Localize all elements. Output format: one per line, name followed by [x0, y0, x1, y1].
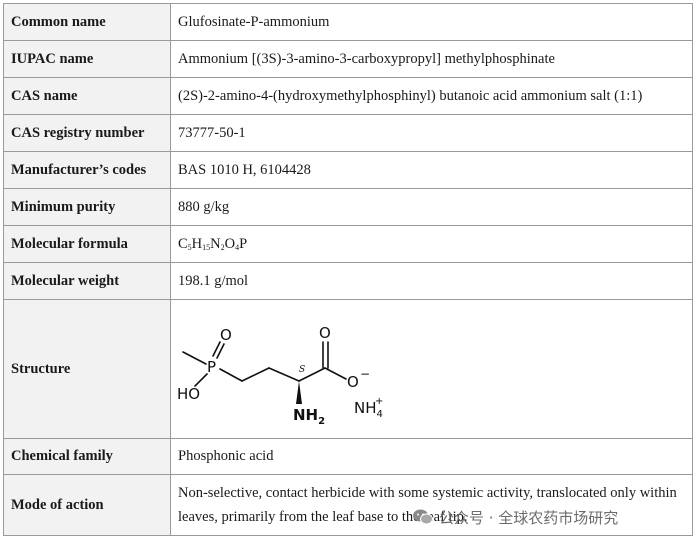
- atom-o-top: O: [220, 326, 232, 344]
- ammonium-ion: NH4: [354, 399, 383, 420]
- atom-o-minus: O: [347, 373, 359, 391]
- row-value: 73777-50-1: [170, 114, 693, 152]
- watermark: 公众号 · 全球农药市场研究: [412, 503, 618, 531]
- chain-bond-4: [298, 367, 326, 382]
- atom-p: P: [207, 358, 216, 376]
- table-row: IUPAC name Ammonium [(3S)-3-amino-3-carb…: [3, 40, 693, 78]
- stereo-label-s: S: [299, 365, 305, 375]
- structure-cell: O P HO O O − NH2 NH4 + S: [170, 299, 693, 439]
- property-table: Common name Glufosinate-P-ammonium IUPAC…: [3, 3, 693, 536]
- row-value: Glufosinate-P-ammonium: [170, 3, 693, 41]
- row-value: Phosphonic acid: [170, 438, 693, 475]
- structure-diagram: O P HO O O − NH2 NH4 + S: [177, 324, 383, 427]
- p-o-double-bond-2: [212, 341, 221, 357]
- wechat-icon: [413, 509, 433, 525]
- row-label: Mode of action: [3, 474, 171, 536]
- row-value: 198.1 g/mol: [170, 262, 693, 300]
- table-row: Molecular weight 198.1 g/mol: [3, 262, 693, 300]
- row-label: CAS registry number: [3, 114, 171, 152]
- c-o-single-bond: [324, 367, 347, 380]
- row-value: 880 g/kg: [170, 188, 693, 226]
- p-o-double-bond-1: [216, 343, 225, 359]
- watermark-text: 公众号 · 全球农药市场研究: [439, 508, 619, 527]
- row-label: Manufacturer’s codes: [3, 151, 171, 189]
- row-value: BAS 1010 H, 6104428: [170, 151, 693, 189]
- table-row: Molecular formula C5H15N2O4P: [3, 225, 693, 263]
- row-label: Minimum purity: [3, 188, 171, 226]
- row-label: Molecular formula: [3, 225, 171, 263]
- table-row: Chemical family Phosphonic acid: [3, 438, 693, 475]
- atom-o-carbonyl: O: [319, 324, 331, 342]
- row-label: CAS name: [3, 77, 171, 115]
- chain-bond-2: [241, 367, 270, 382]
- p-oh-bond: [194, 373, 208, 387]
- table-row: Minimum purity 880 g/kg: [3, 188, 693, 226]
- table-row: Structure O: [3, 299, 693, 439]
- row-label: Chemical family: [3, 438, 171, 475]
- atom-nh2: NH2: [293, 406, 325, 427]
- wedge-bond: [296, 381, 302, 404]
- table-row: Mode of action Non-selective, contact he…: [3, 474, 693, 536]
- row-value: Non-selective, contact herbicide with so…: [170, 474, 693, 536]
- table-row: Manufacturer’s codes BAS 1010 H, 6104428: [3, 151, 693, 189]
- row-label: IUPAC name: [3, 40, 171, 78]
- table-row: CAS name (2S)-2-amino-4-(hydroxymethylph…: [3, 77, 693, 115]
- table-row: CAS registry number 73777-50-1: [3, 114, 693, 152]
- row-value: Ammonium [(3S)-3-amino-3-carboxypropyl] …: [170, 40, 693, 78]
- atom-ho: HO: [177, 385, 200, 403]
- row-label: Structure: [3, 299, 171, 439]
- charge-minus: −: [360, 367, 370, 381]
- charge-plus: +: [375, 396, 383, 407]
- chain-bond-1: [219, 368, 243, 382]
- methyl-bond: [182, 351, 207, 365]
- molecular-formula: C5H15N2O4P: [170, 225, 693, 263]
- property-table-container: Common name Glufosinate-P-ammonium IUPAC…: [3, 3, 693, 536]
- row-label: Molecular weight: [3, 262, 171, 300]
- table-row: Common name Glufosinate-P-ammonium: [3, 3, 693, 41]
- row-value: (2S)-2-amino-4-(hydroxymethylphosphinyl)…: [170, 77, 693, 115]
- chain-bond-3: [268, 367, 300, 382]
- row-label: Common name: [3, 3, 171, 41]
